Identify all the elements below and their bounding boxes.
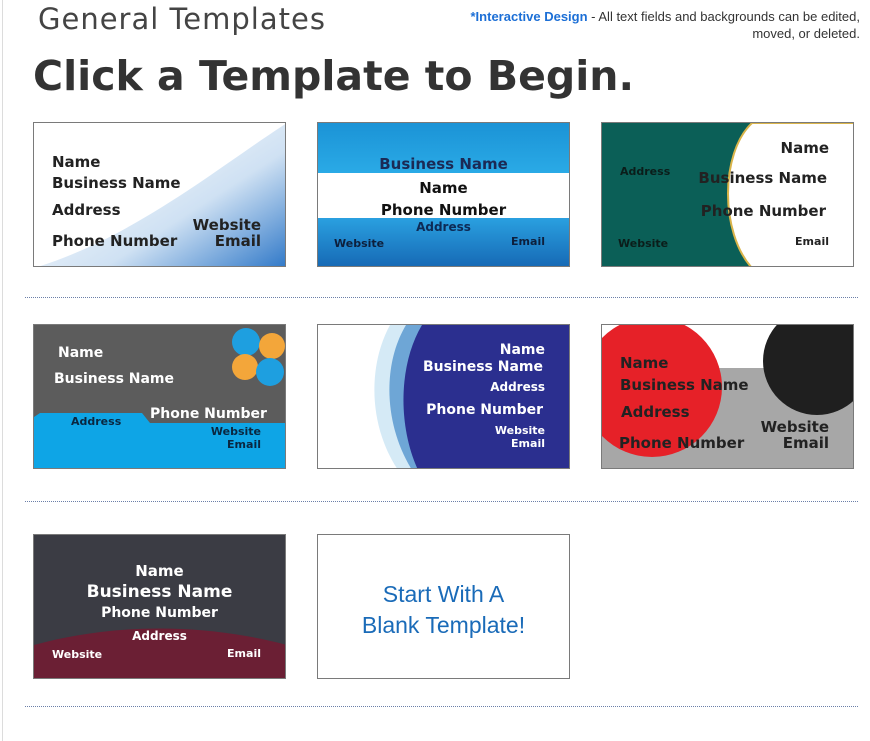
card-4-phone: Phone Number — [150, 406, 267, 422]
card-4-address: Address — [71, 415, 122, 428]
card-1-email: Email — [214, 232, 261, 250]
card-5-name: Name — [499, 342, 545, 358]
card-4-email: Email — [227, 438, 261, 451]
template-card-7[interactable]: Name Business Name Phone Number Address … — [33, 534, 286, 679]
card-3-business: Business Name — [698, 169, 827, 187]
card-5-email: Email — [511, 437, 545, 450]
card-7-business: Business Name — [86, 582, 233, 602]
card-2-email: Email — [511, 235, 545, 248]
card-4-background — [34, 328, 285, 468]
interactive-design-note: *Interactive Design - All text fields an… — [430, 8, 861, 42]
card-3-website: Website — [618, 237, 669, 250]
note-text: - All text fields and backgrounds can be… — [587, 9, 860, 41]
card-7-website: Website — [52, 648, 103, 661]
card-5-website: Website — [494, 424, 545, 437]
card-4-name: Name — [58, 345, 104, 361]
note-highlight: *Interactive Design — [470, 9, 588, 24]
card-1-address: Address — [52, 201, 121, 219]
blank-template-text: Start With A Blank Template! — [318, 579, 569, 641]
card-7-email: Email — [227, 647, 261, 660]
card-1-phone: Phone Number — [52, 232, 178, 250]
card-5-background — [374, 325, 569, 468]
card-1-name: Name — [52, 153, 101, 171]
card-2-business: Business Name — [379, 155, 508, 173]
blank-template-line-1: Start With A — [382, 581, 505, 607]
card-6-website: Website — [760, 418, 829, 436]
template-card-5[interactable]: Name Business Name Address Phone Number … — [317, 324, 570, 469]
blank-template-card[interactable]: Start With A Blank Template! — [317, 534, 570, 679]
row-divider-1 — [25, 297, 858, 298]
card-3-name: Name — [780, 139, 829, 157]
card-6-address: Address — [621, 403, 690, 421]
template-card-3[interactable]: Address Website Name Business Name Phone… — [601, 122, 854, 267]
card-7-phone: Phone Number — [101, 605, 218, 621]
blank-template-line-2: Blank Template! — [361, 612, 526, 638]
card-1-background — [40, 124, 285, 266]
card-6-phone: Phone Number — [619, 434, 745, 452]
card-2-name: Name — [419, 179, 468, 197]
template-card-4[interactable]: Name Business Name Phone Number Address … — [33, 324, 286, 469]
row-divider-3 — [25, 706, 858, 707]
template-card-6[interactable]: Name Business Name Address Phone Number … — [601, 324, 854, 469]
card-4-business: Business Name — [54, 371, 175, 387]
card-6-background — [602, 325, 853, 468]
card-2-background — [318, 123, 569, 266]
card-2-address: Address — [416, 220, 471, 234]
card-3-phone: Phone Number — [700, 202, 826, 220]
page-headline: Click a Template to Begin. — [33, 52, 635, 100]
card-5-address: Address — [490, 380, 545, 394]
row-divider-2 — [25, 501, 858, 502]
card-1-website: Website — [192, 216, 261, 234]
card-3-background — [727, 123, 853, 266]
template-card-2[interactable]: Business Name Name Phone Number Address … — [317, 122, 570, 267]
card-1-business: Business Name — [52, 174, 181, 192]
left-border-line — [2, 0, 3, 741]
card-6-business: Business Name — [620, 376, 749, 394]
card-7-background — [34, 628, 285, 678]
card-7-name: Name — [135, 562, 184, 580]
section-title: General Templates — [38, 2, 326, 36]
card-3-email: Email — [795, 235, 829, 248]
card-2-phone: Phone Number — [380, 201, 507, 219]
card-4-website: Website — [210, 425, 261, 438]
card-3-address: Address — [620, 165, 671, 178]
card-6-name: Name — [620, 354, 669, 372]
card-5-business: Business Name — [422, 359, 543, 375]
template-card-1[interactable]: Name Business Name Address Phone Number … — [33, 122, 286, 267]
card-5-phone: Phone Number — [426, 402, 543, 418]
card-6-email: Email — [782, 434, 829, 452]
card-7-address: Address — [132, 629, 187, 643]
card-2-website: Website — [334, 237, 385, 250]
